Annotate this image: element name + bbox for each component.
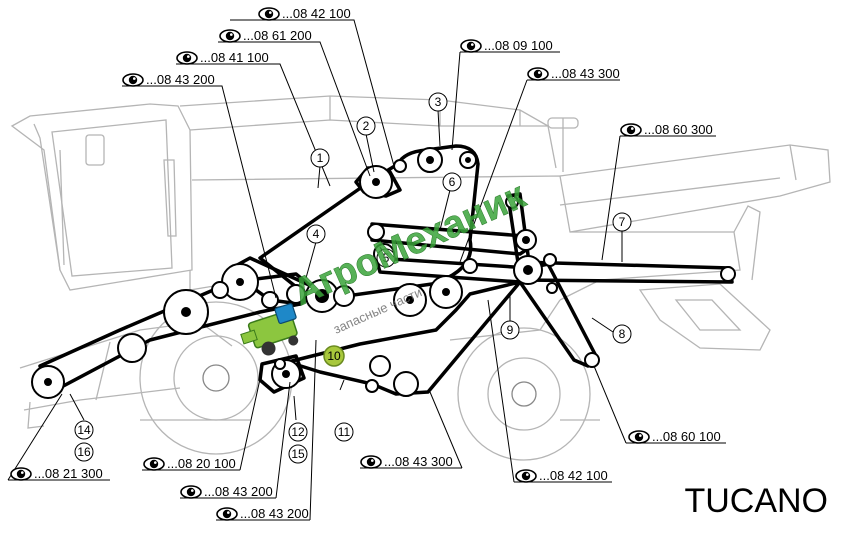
ref-text: ...08 43 200	[146, 72, 215, 87]
svg-text:2: 2	[363, 119, 370, 133]
ref-label[interactable]: ...08 41 100	[176, 50, 269, 65]
ref-text: ...08 43 200	[204, 484, 273, 499]
svg-text:5: 5	[383, 251, 390, 265]
eye-icon	[10, 467, 32, 481]
eye-icon	[628, 430, 650, 444]
ref-label[interactable]: ...08 09 100	[460, 38, 553, 53]
ref-label[interactable]: ...08 43 200	[216, 506, 309, 521]
eye-icon	[515, 469, 537, 483]
ref-text: ...08 20 100	[167, 456, 236, 471]
svg-text:15: 15	[291, 447, 305, 461]
callout-3[interactable]: 3	[428, 92, 448, 112]
callout-16[interactable]: 16	[74, 442, 94, 462]
ref-label[interactable]: ...08 60 300	[620, 122, 713, 137]
ref-label[interactable]: ...08 42 100	[515, 468, 608, 483]
ref-text: ...08 43 300	[551, 66, 620, 81]
callout-6[interactable]: 6	[442, 172, 462, 192]
callout-4[interactable]: 4	[306, 224, 326, 244]
eye-icon	[176, 51, 198, 65]
ref-text: ...08 42 100	[282, 6, 351, 21]
callout-9[interactable]: 9	[500, 320, 520, 340]
rear-wheel	[457, 327, 591, 461]
model-name: TUCANO	[684, 482, 828, 520]
ref-text: ...08 43 200	[240, 506, 309, 521]
callout-5[interactable]: 5	[376, 248, 396, 268]
svg-text:11: 11	[338, 425, 351, 439]
ref-label[interactable]: ...08 43 300	[360, 454, 453, 469]
ref-text: ...08 42 100	[539, 468, 608, 483]
svg-text:12: 12	[291, 425, 305, 439]
eye-icon	[620, 123, 642, 137]
ref-text: ...08 41 100	[200, 50, 269, 65]
svg-text:7: 7	[619, 215, 626, 229]
callout-10[interactable]: 10	[323, 345, 345, 367]
callout-2[interactable]: 2	[356, 116, 376, 136]
eye-icon	[216, 507, 238, 521]
ref-label[interactable]: ...08 61 200	[219, 28, 312, 43]
pulleys	[31, 147, 736, 399]
eye-icon	[527, 67, 549, 81]
watermark: АгроМеханик запасные части	[240, 174, 533, 356]
ref-label[interactable]: ...08 43 300	[527, 66, 620, 81]
ref-text: ...08 21 300	[34, 466, 103, 481]
callout-15[interactable]: 15	[288, 444, 308, 464]
svg-text:14: 14	[77, 423, 91, 437]
eye-icon	[180, 485, 202, 499]
ref-text: ...08 09 100	[484, 38, 553, 53]
watermark-logo-icon	[240, 303, 299, 356]
ref-label[interactable]: ...08 43 200	[122, 72, 215, 87]
eye-icon	[143, 457, 165, 471]
ref-label[interactable]: ...08 42 100	[258, 6, 351, 21]
ref-label[interactable]: ...08 43 200	[180, 484, 273, 499]
eye-icon	[460, 39, 482, 53]
eye-icon	[258, 7, 280, 21]
callout-1[interactable]: 1	[310, 148, 330, 168]
callout-8[interactable]: 8	[612, 324, 632, 344]
eye-icon	[122, 73, 144, 87]
svg-text:9: 9	[507, 323, 514, 337]
ref-label[interactable]: ...08 21 300	[10, 466, 103, 481]
callout-11[interactable]: 11	[334, 422, 354, 442]
callout-7[interactable]: 7	[612, 212, 632, 232]
leader-lines	[7, 19, 726, 521]
svg-text:6: 6	[449, 175, 456, 189]
eye-icon	[219, 29, 241, 43]
callout-14[interactable]: 14	[74, 420, 94, 440]
ref-label[interactable]: ...08 60 100	[628, 429, 721, 444]
ref-label[interactable]: ...08 20 100	[143, 456, 236, 471]
eye-icon	[360, 455, 382, 469]
numbered-callouts: 1 2 3 4 5 6 7 8 9 10 11 12 14 15 16	[74, 92, 632, 464]
ref-text: ...08 61 200	[243, 28, 312, 43]
svg-text:1: 1	[317, 151, 324, 165]
callout-12[interactable]: 12	[288, 422, 308, 442]
svg-text:10: 10	[327, 349, 341, 363]
ref-text: ...08 60 300	[644, 122, 713, 137]
reference-labels: ...08 42 100 ...08 61 200 ...08 41 100 .…	[10, 6, 721, 521]
ref-text: ...08 60 100	[652, 429, 721, 444]
svg-text:3: 3	[435, 95, 442, 109]
svg-text:4: 4	[313, 227, 320, 241]
svg-text:16: 16	[77, 445, 91, 459]
ref-text: ...08 43 300	[384, 454, 453, 469]
svg-text:8: 8	[619, 327, 626, 341]
